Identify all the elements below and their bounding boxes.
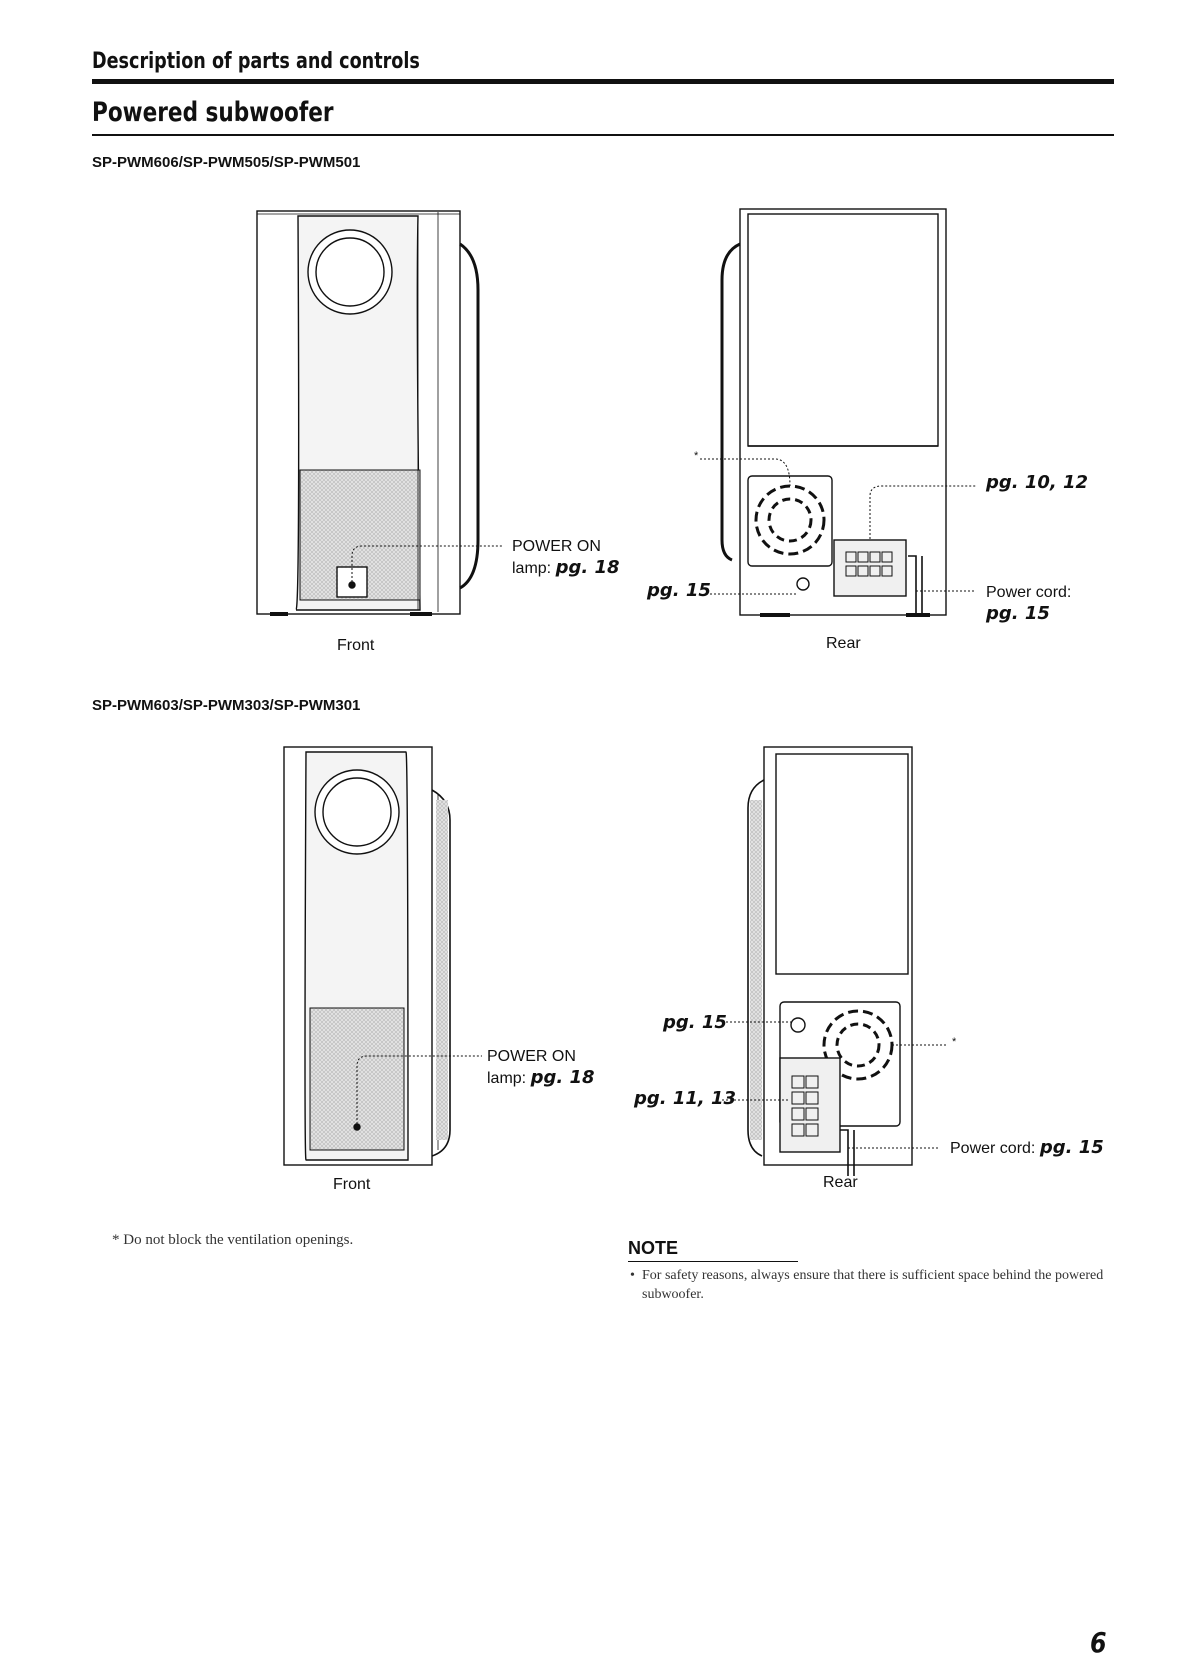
vent-mark-2: * [952, 1036, 957, 1048]
input-jack-ref-1: pg. 15 [647, 580, 711, 601]
rear-view-2 [722, 746, 946, 1176]
page-ref: pg. 15 [986, 603, 1050, 624]
power-cord-label: Power cord: [986, 584, 1072, 601]
note-heading: NOTE [628, 1238, 679, 1258]
front-view-2 [283, 746, 482, 1166]
rear-caption-1: Rear [826, 635, 861, 652]
speaker-terminals-ref-1: pg. 10, 12 [986, 472, 1089, 493]
power-lamp-label: POWER ON [512, 538, 601, 555]
model-line-2: SP-PWM603/SP-PWM303/SP-PWM301 [92, 697, 361, 714]
power-lamp-callout-2: POWER ON lamp: pg. 18 [487, 1046, 595, 1089]
model-line-1: SP-PWM606/SP-PWM505/SP-PWM501 [92, 154, 361, 171]
page-ref: pg. 15 [1039, 1137, 1104, 1158]
power-lamp-prefix: lamp: [512, 560, 552, 577]
input-jack-ref-2: pg. 15 [663, 1012, 727, 1033]
power-cord-callout-1: Power cord: pg. 15 [986, 582, 1071, 624]
vent-mark: * [694, 450, 699, 462]
title-rule [92, 134, 1114, 136]
rear-caption-2: Rear [823, 1174, 858, 1191]
front-caption-2: Front [333, 1176, 371, 1193]
page-ref: pg. 18 [555, 557, 620, 578]
speaker-terminals-ref-2: pg. 11, 13 [634, 1088, 737, 1109]
note-list: • For safety reasons, always ensure that… [628, 1266, 1116, 1304]
note-rule [628, 1261, 798, 1262]
header-rule [92, 79, 1114, 84]
footnote: * Do not block the ventilation openings. [112, 1232, 354, 1248]
front-view-1 [256, 210, 502, 616]
page-number: 6 [1090, 1626, 1107, 1659]
page-ref: pg. 18 [530, 1067, 595, 1088]
rear-view-1 [700, 208, 976, 617]
note-item: For safety reasons, always ensure that t… [642, 1268, 1104, 1302]
power-lamp-callout-1: POWER ON lamp: pg. 18 [512, 536, 620, 579]
bullet-icon: • [630, 1268, 635, 1283]
power-cord-label: Power cord: [950, 1140, 1036, 1157]
power-cord-callout-2: Power cord: pg. 15 [950, 1137, 1104, 1159]
power-lamp-label: POWER ON [487, 1048, 576, 1065]
page-title: Powered subwoofer [92, 97, 334, 128]
front-caption-1: Front [337, 637, 375, 654]
section-title: Description of parts and controls [92, 49, 420, 74]
power-lamp-prefix: lamp: [487, 1070, 527, 1087]
